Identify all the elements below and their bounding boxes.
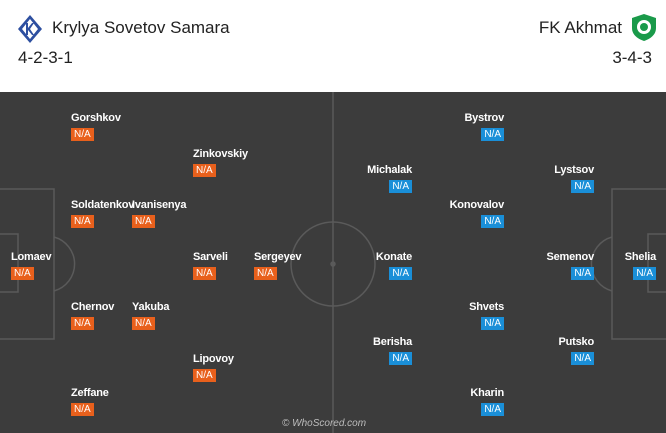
- player-card[interactable]: Bystrov N/A: [464, 112, 504, 142]
- player-rating: N/A: [481, 215, 504, 228]
- player-card[interactable]: Sarveli N/A: [193, 251, 228, 281]
- player-card[interactable]: Konovalov N/A: [450, 199, 504, 229]
- player-card[interactable]: Sergeyev N/A: [254, 251, 302, 281]
- player-card[interactable]: Chernov N/A: [71, 301, 114, 331]
- player-card[interactable]: Yakuba N/A: [132, 301, 170, 331]
- player-card[interactable]: Gorshkov N/A: [71, 112, 121, 142]
- whoscored-watermark: © WhoScored.com: [282, 418, 367, 429]
- player-name: Sergeyev: [254, 251, 302, 263]
- player-rating: N/A: [254, 267, 277, 280]
- player-name: Sarveli: [193, 251, 228, 263]
- player-name: Chernov: [71, 301, 115, 313]
- player-rating: N/A: [481, 128, 504, 141]
- player-name: Shvets: [469, 301, 504, 313]
- player-name: Yakuba: [132, 301, 170, 313]
- player-name: Berisha: [373, 336, 412, 348]
- player-rating: N/A: [481, 317, 504, 330]
- player-card[interactable]: Shelia N/A: [625, 251, 656, 281]
- player-name: Gorshkov: [71, 112, 121, 124]
- player-card[interactable]: Berisha N/A: [373, 336, 412, 366]
- player-card[interactable]: Lystsov N/A: [554, 164, 594, 194]
- player-rating: N/A: [132, 215, 155, 228]
- player-rating: N/A: [193, 164, 216, 177]
- player-rating: N/A: [571, 180, 594, 193]
- player-rating: N/A: [71, 403, 94, 416]
- player-rating: N/A: [571, 267, 594, 280]
- player-name: Konovalov: [449, 199, 505, 211]
- player-rating: N/A: [132, 317, 155, 330]
- home-team-name[interactable]: Krylya Sovetov Samara: [52, 18, 230, 37]
- away-formation: 3-4-3: [612, 48, 652, 67]
- player-name: Michalak: [367, 164, 412, 176]
- player-rating: N/A: [193, 267, 216, 280]
- player-card[interactable]: Putsko N/A: [559, 336, 594, 366]
- player-card[interactable]: Lipovoy N/A: [193, 353, 234, 383]
- player-rating: N/A: [389, 180, 412, 193]
- player-card[interactable]: Semenov N/A: [546, 251, 594, 281]
- player-name: Shelia: [624, 251, 656, 263]
- pitch-markings: [0, 92, 666, 433]
- player-card[interactable]: Michalak N/A: [367, 164, 412, 194]
- player-name: Lystsov: [554, 164, 594, 176]
- player-name: Lomaev: [11, 251, 52, 263]
- player-name: Semenov: [546, 251, 594, 263]
- player-rating: N/A: [389, 352, 412, 365]
- akhmat-crest-icon[interactable]: [630, 12, 658, 42]
- player-name: Kharin: [470, 387, 504, 399]
- krylya-sovetov-crest-icon[interactable]: [17, 14, 43, 44]
- pitch: Gorshkov N/A Zinkovskiy N/A Soldatenkov …: [0, 92, 666, 433]
- home-formation: 4-2-3-1: [18, 48, 73, 67]
- player-rating: N/A: [389, 267, 412, 280]
- player-card[interactable]: Ivanisenya N/A: [132, 199, 186, 229]
- away-team-name[interactable]: FK Akhmat: [538, 18, 622, 37]
- player-name: Lipovoy: [193, 353, 234, 365]
- player-name: Putsko: [558, 336, 595, 348]
- player-name: Ivanisenya: [132, 199, 187, 211]
- player-card[interactable]: Zinkovskiy N/A: [193, 148, 248, 178]
- player-name: Bystrov: [464, 112, 504, 124]
- player-rating: N/A: [193, 369, 216, 382]
- player-card[interactable]: Zeffane N/A: [71, 387, 109, 417]
- player-rating: N/A: [633, 267, 656, 280]
- player-card[interactable]: Lomaev N/A: [11, 251, 52, 281]
- player-card[interactable]: Konate N/A: [376, 251, 412, 281]
- player-rating: N/A: [571, 352, 594, 365]
- player-rating: N/A: [71, 215, 94, 228]
- player-rating: N/A: [11, 267, 34, 280]
- player-rating: N/A: [481, 403, 504, 416]
- player-card[interactable]: Kharin N/A: [470, 387, 504, 417]
- player-rating: N/A: [71, 317, 94, 330]
- match-header: Krylya Sovetov Samara 4-2-3-1 FK Akhmat …: [0, 0, 666, 92]
- player-name: Zinkovskiy: [193, 148, 248, 160]
- player-card[interactable]: Soldatenkov N/A: [71, 199, 134, 229]
- player-name: Konate: [375, 251, 412, 263]
- player-name: Soldatenkov: [71, 199, 135, 211]
- player-name: Zeffane: [71, 387, 109, 399]
- player-card[interactable]: Shvets N/A: [469, 301, 504, 331]
- player-rating: N/A: [71, 128, 94, 141]
